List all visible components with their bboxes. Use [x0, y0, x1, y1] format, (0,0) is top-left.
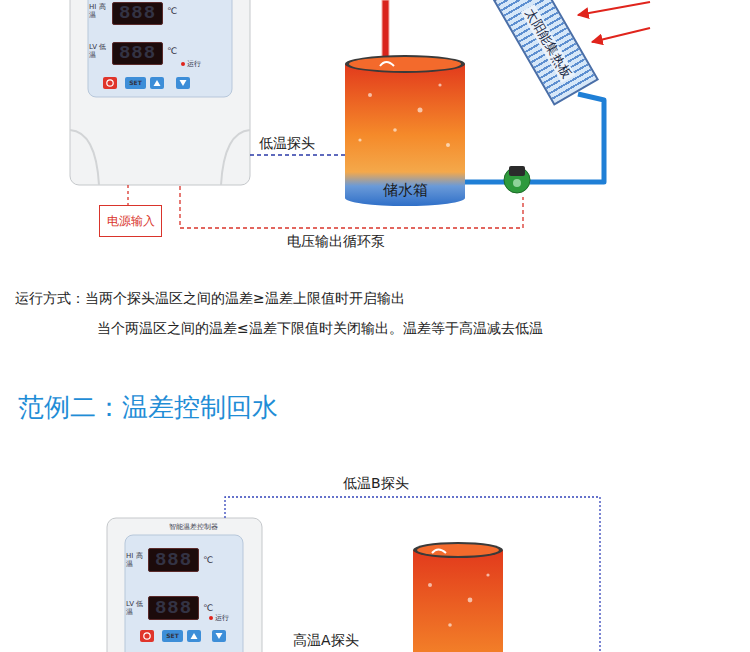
water-splash [380, 62, 394, 66]
controller-panel [125, 535, 243, 652]
node-text: 电源输入 [107, 214, 155, 228]
power-button [103, 77, 117, 89]
controller-body [107, 518, 262, 652]
node-text: 888 [155, 551, 192, 570]
node-text: HI 高温 [126, 552, 146, 569]
controller-housing: HI 高温 ℃ LV 低温 ℃ 运行 888 888SET [70, 0, 250, 185]
node-text: 智能温差控制器 [169, 523, 218, 531]
water-splash [432, 550, 446, 554]
tank-water [417, 544, 499, 556]
node-text: ℃ [167, 6, 177, 17]
bubble [438, 83, 441, 86]
text-label: 高温A探头 [293, 632, 359, 649]
power-wire [127, 185, 128, 205]
up-button [150, 77, 164, 89]
sunlight-arrow [578, 2, 650, 15]
bubble [358, 138, 361, 141]
sunlight-arrow [592, 28, 650, 42]
node-text: 运行 [215, 614, 229, 622]
controller-panel [88, 0, 232, 97]
node-text: 888 [119, 44, 156, 63]
text-label: 运行方式：当两个探头温区之间的温差≥温差上限值时开启输出 [15, 290, 405, 307]
bubble [446, 143, 450, 147]
node-text: 运行 [187, 60, 201, 68]
tank-rim [345, 55, 465, 73]
node-text: ℃ [203, 603, 213, 614]
pump [504, 167, 530, 193]
node-text: HI 高温 [89, 3, 109, 20]
node-text: 888 [155, 599, 192, 618]
storage-tank: 储水箱 [345, 55, 465, 205]
controller-foot [70, 130, 250, 185]
down-button [176, 77, 190, 89]
solar-collector: 太阳能集热板 [493, 0, 599, 106]
bubble [486, 573, 489, 576]
set-button: SET [162, 630, 183, 642]
tank-water [349, 57, 461, 71]
hot-pipe [382, 0, 389, 62]
bubbles [428, 573, 490, 626]
text-label: 低温B探头 [343, 475, 409, 492]
set-button: SET [125, 77, 146, 89]
up-symbol [191, 633, 198, 639]
bubble [468, 598, 473, 603]
pump-motor [509, 166, 525, 176]
node-text: LV 低温 [89, 43, 109, 60]
down-button [212, 630, 226, 642]
text-label: 当个两温区之间的温差≤温差下限值时关闭输出。温差等于高温减去低温 [97, 320, 543, 337]
node-text: 太阳能集热板 [521, 4, 576, 83]
bubble [368, 93, 372, 97]
up-button [187, 630, 201, 642]
node-text: ℃ [167, 46, 177, 57]
down-symbol [180, 80, 187, 86]
up-symbol [154, 80, 161, 86]
power-symbol [144, 633, 150, 639]
bubble [448, 623, 452, 627]
bubble [428, 583, 432, 587]
node-text: LV 低温 [126, 600, 146, 617]
probe-wire [225, 497, 600, 652]
node-text: SET [166, 633, 179, 639]
cold-pipe [465, 94, 604, 182]
node-text: 储水箱 [383, 181, 428, 199]
led-display: 888 [112, 2, 163, 25]
node-text: 888 [119, 4, 156, 23]
led-display: 888 [112, 42, 163, 65]
text-label: 电压输出循环泵 [287, 233, 385, 250]
led-display: 888 [148, 548, 199, 572]
pump-hub [513, 179, 521, 187]
run-led [181, 62, 185, 66]
bubble [418, 108, 423, 113]
led-display: 888 [148, 596, 199, 620]
edge-label: 低温探头 [258, 135, 316, 152]
section-heading: 范例二：温差控制回水 [18, 392, 278, 423]
down-symbol [216, 633, 223, 639]
bubbles [358, 83, 450, 147]
power-symbol [107, 80, 113, 86]
power-input-box: 电源输入 [99, 205, 162, 237]
run-led [209, 616, 213, 620]
tank-body [413, 550, 503, 652]
controller-body [70, 0, 250, 185]
node-text: ℃ [203, 555, 213, 566]
controller-housing: 智能温差控制器HI 高温℃LV 低温℃运行888888SET [107, 518, 262, 652]
bubble [393, 128, 397, 132]
tank-rim [413, 542, 503, 558]
probe-wire [250, 154, 345, 155]
node-text: SET [129, 80, 142, 86]
tank-body [345, 64, 465, 206]
power-button [140, 630, 154, 642]
